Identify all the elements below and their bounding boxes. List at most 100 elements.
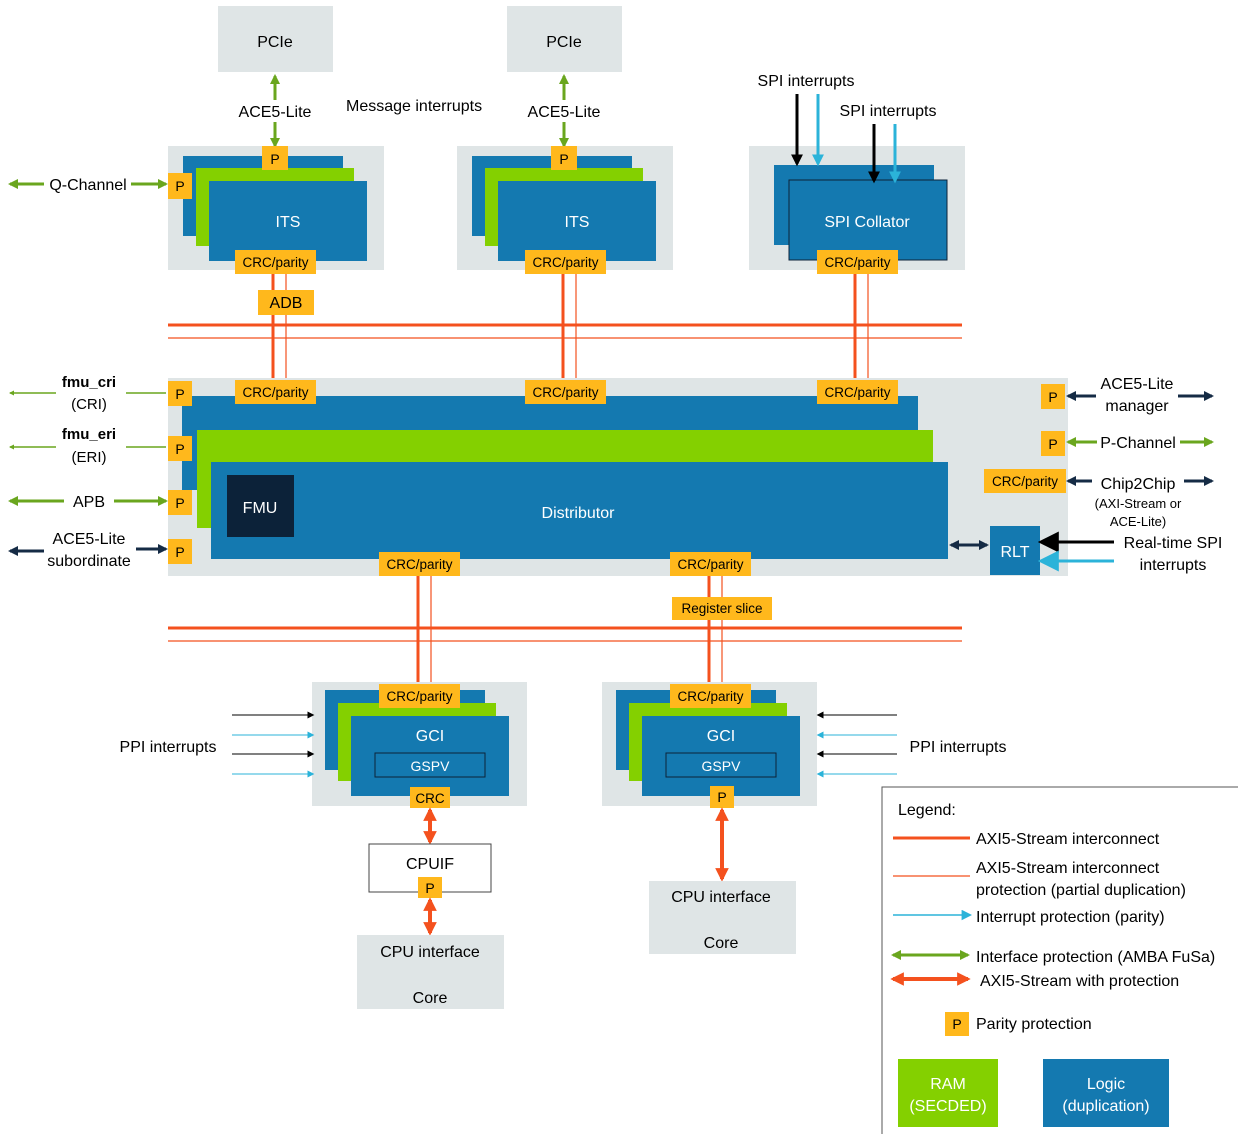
gspv-label-1: GSPV	[411, 758, 451, 774]
distributor-block	[211, 462, 948, 559]
pcie-box-1	[218, 6, 333, 72]
parity-p-label: P	[175, 495, 184, 511]
parity-p-label: P	[717, 789, 726, 805]
parity-p-its1-left	[168, 173, 192, 199]
parity-p-cri	[168, 381, 192, 406]
message-interrupts-label: Message interrupts	[346, 98, 482, 115]
cri-label: (CRI)	[71, 396, 107, 413]
gspv-block-1	[374, 752, 486, 778]
parity-p-its1-top	[262, 146, 288, 170]
crc-parity-dist-top-1	[235, 380, 316, 404]
crc-parity-dist-top-2	[525, 380, 606, 404]
adb-block	[258, 290, 314, 315]
gci-block-1	[351, 716, 509, 796]
parity-p-its2-top	[551, 146, 577, 170]
legend-fusa-label: Interface protection (AMBA FuSa)	[976, 949, 1215, 966]
ppi-interrupts-label-2: PPI interrupts	[910, 739, 1007, 756]
legend-title: Legend:	[898, 802, 956, 819]
ace5-lite-mgr-label-2: manager	[1105, 398, 1169, 415]
spi-interrupts-label-2: SPI interrupts	[840, 103, 937, 120]
pcie-label-1: PCIe	[257, 34, 293, 51]
parity-p-label: P	[175, 386, 184, 402]
fmu-block	[227, 475, 294, 537]
legend-logic-swatch	[1043, 1059, 1169, 1127]
q-channel-label: Q-Channel	[49, 177, 126, 194]
cpu-core-box-1	[357, 935, 504, 1009]
chip2chip-sub-2: ACE-Lite)	[1110, 514, 1166, 529]
crc-parity-spi	[817, 250, 898, 274]
its-label-1: ITS	[276, 214, 301, 231]
rlt-label: RLT	[1000, 544, 1029, 561]
register-slice-block	[672, 597, 772, 620]
apb-label: APB	[73, 494, 105, 511]
distributor-label: Distributor	[542, 505, 616, 522]
crc-parity-label: CRC/parity	[824, 255, 890, 270]
gci-block-2	[642, 716, 800, 796]
legend-axi-with-prot-label: AXI5-Stream with protection	[980, 973, 1179, 990]
crc-parity-dist-top-3	[817, 380, 898, 404]
crc-parity-label: CRC/parity	[242, 385, 308, 400]
crc-parity-dist-bottom-2	[670, 552, 751, 576]
core-label-1: Core	[413, 990, 448, 1007]
ppi-interrupts-label-1: PPI interrupts	[120, 739, 217, 756]
crc-parity-label: CRC/parity	[386, 557, 452, 572]
parity-p-label: P	[175, 178, 184, 194]
crc-parity-label: CRC/parity	[992, 474, 1058, 489]
spi-collator-label: SPI Collator	[824, 214, 910, 231]
crc-parity-its1	[235, 250, 316, 274]
spi-interrupts-label-1: SPI interrupts	[758, 73, 855, 90]
legend-parity-p: P	[952, 1016, 961, 1032]
legend-logic-label-2: (duplication)	[1062, 1098, 1149, 1115]
crc-parity-gci2	[670, 684, 751, 708]
parity-p-eri	[168, 436, 192, 461]
ace5-lite-mgr-label-1: ACE5-Lite	[1101, 376, 1174, 393]
fmu-label: FMU	[243, 500, 278, 517]
legend-axi-stream-label: AXI5-Stream interconnect	[976, 831, 1160, 848]
adb-label: ADB	[270, 295, 303, 312]
parity-p-label: P	[1048, 389, 1057, 405]
parity-p-label: P	[175, 441, 184, 457]
legend-ram-swatch	[898, 1059, 998, 1127]
legend-axi-prot-label-1: AXI5-Stream interconnect	[976, 860, 1160, 877]
crc-parity-gci1	[379, 684, 460, 708]
crc-parity-its2	[525, 250, 606, 274]
parity-p-ace-sub	[168, 539, 192, 564]
parity-p-label: P	[1048, 436, 1057, 452]
parity-p-label: P	[425, 880, 434, 896]
rt-spi-label-2: interrupts	[1140, 557, 1207, 574]
core-label-2: Core	[704, 935, 739, 952]
p-channel-label: P-Channel	[1100, 435, 1176, 452]
cpu-interface-label-1: CPU interface	[380, 944, 480, 961]
gci-label-1: GCI	[416, 728, 444, 745]
crc-label: CRC	[415, 791, 444, 806]
gspv-block-2	[665, 752, 777, 778]
ace5-lite-label-1: ACE5-Lite	[239, 104, 312, 121]
register-slice-label: Register slice	[681, 601, 762, 616]
rlt-block	[990, 526, 1040, 575]
legend-ram-label-2: (SECDED)	[909, 1098, 986, 1115]
rt-spi-label-1: Real-time SPI	[1124, 535, 1223, 552]
chip2chip-label: Chip2Chip	[1101, 476, 1176, 493]
cpu-interface-label-2: CPU interface	[671, 889, 771, 906]
fmu-eri-label: fmu_eri	[62, 426, 116, 443]
legend-logic-label-1: Logic	[1087, 1076, 1125, 1093]
eri-label: (ERI)	[72, 449, 107, 466]
fmu-cri-label: fmu_cri	[62, 374, 116, 391]
crc-parity-label: CRC/parity	[824, 385, 890, 400]
gspv-label-2: GSPV	[702, 758, 742, 774]
cpuif-label: CPUIF	[406, 856, 454, 873]
crc-parity-label: CRC/parity	[242, 255, 308, 270]
ace5-lite-sub-label-2: subordinate	[47, 553, 131, 570]
pcie-label-2: PCIe	[546, 34, 582, 51]
its-block-2	[498, 181, 656, 261]
parity-p-label: P	[559, 151, 568, 167]
chip2chip-sub-1: (AXI-Stream or	[1095, 496, 1182, 511]
crc-parity-chip2chip	[984, 469, 1066, 493]
crc-parity-label: CRC/parity	[677, 557, 743, 572]
parity-p-apb	[168, 490, 192, 515]
crc-parity-label: CRC/parity	[532, 385, 598, 400]
parity-p-p-channel	[1041, 431, 1065, 456]
crc-gci1	[410, 787, 450, 808]
